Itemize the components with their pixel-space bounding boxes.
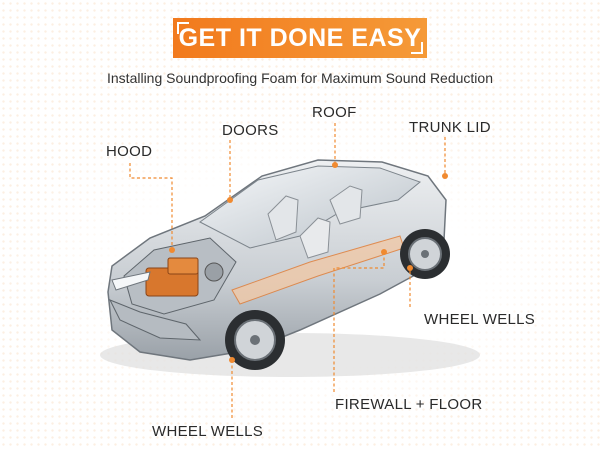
label-trunk-lid: TRUNK LID: [409, 119, 491, 136]
callout-dot-hood: [169, 247, 175, 253]
car-body: [107, 159, 447, 361]
label-roof: ROOF: [312, 104, 357, 121]
rear-seat: [329, 185, 363, 225]
callout-dot-front-wheel: [229, 357, 235, 363]
callout-line-firewall: [333, 252, 385, 392]
callout-dot-roof: [332, 162, 338, 168]
title-banner: GET IT DONE EASY: [173, 18, 427, 58]
front-bumper: [108, 299, 202, 341]
engine-block-2: [167, 257, 199, 275]
callout-dot-rear-wheel: [407, 265, 413, 271]
cabin-glass: [199, 165, 422, 249]
label-doors: DOORS: [222, 122, 279, 139]
callout-line-hood: [129, 163, 173, 248]
subtitle: Installing Soundproofing Foam for Maximu…: [107, 70, 493, 86]
label-firewall-floor: FIREWALL + FLOOR: [335, 396, 483, 413]
label-wheel-wells-rear: WHEEL WELLS: [424, 311, 536, 328]
engine-part: [204, 262, 224, 282]
front-seat-2: [299, 217, 331, 259]
front-wheel: [225, 310, 285, 370]
callout-dot-trunk: [442, 173, 448, 179]
label-hood: HOOD: [106, 143, 153, 160]
rear-wheel: [400, 229, 450, 279]
front-seat: [267, 195, 299, 241]
callout-dot-doors: [227, 197, 233, 203]
callout-dot-firewall: [381, 249, 387, 255]
label-wheel-wells-front: WHEEL WELLS: [152, 423, 264, 440]
banner-text: GET IT DONE EASY: [178, 23, 422, 52]
headlight: [111, 271, 151, 291]
